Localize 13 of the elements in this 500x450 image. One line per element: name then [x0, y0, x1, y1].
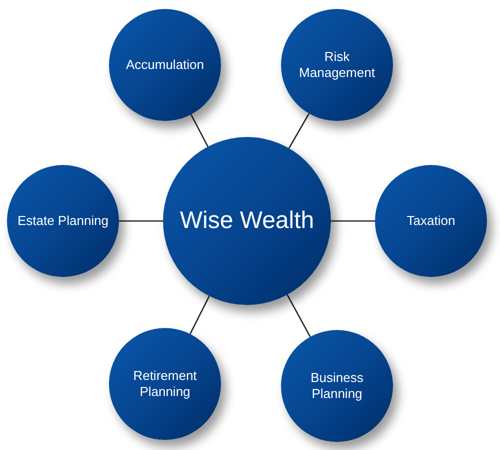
connector-line	[288, 113, 310, 149]
node-label: Accumulation	[126, 57, 204, 73]
connector-line	[190, 296, 210, 334]
node-label: Risk Management	[298, 49, 376, 81]
node-label: Taxation	[406, 213, 456, 229]
node-label: Estate Planning	[17, 213, 109, 229]
connector-line	[286, 294, 311, 338]
connector-line	[190, 114, 208, 147]
node-label: Retirement Planning	[132, 368, 198, 400]
connector-line	[331, 220, 375, 222]
node-label: Business Planning	[310, 370, 364, 402]
node-label: Wise Wealth	[180, 206, 314, 236]
connector-line	[119, 220, 163, 222]
